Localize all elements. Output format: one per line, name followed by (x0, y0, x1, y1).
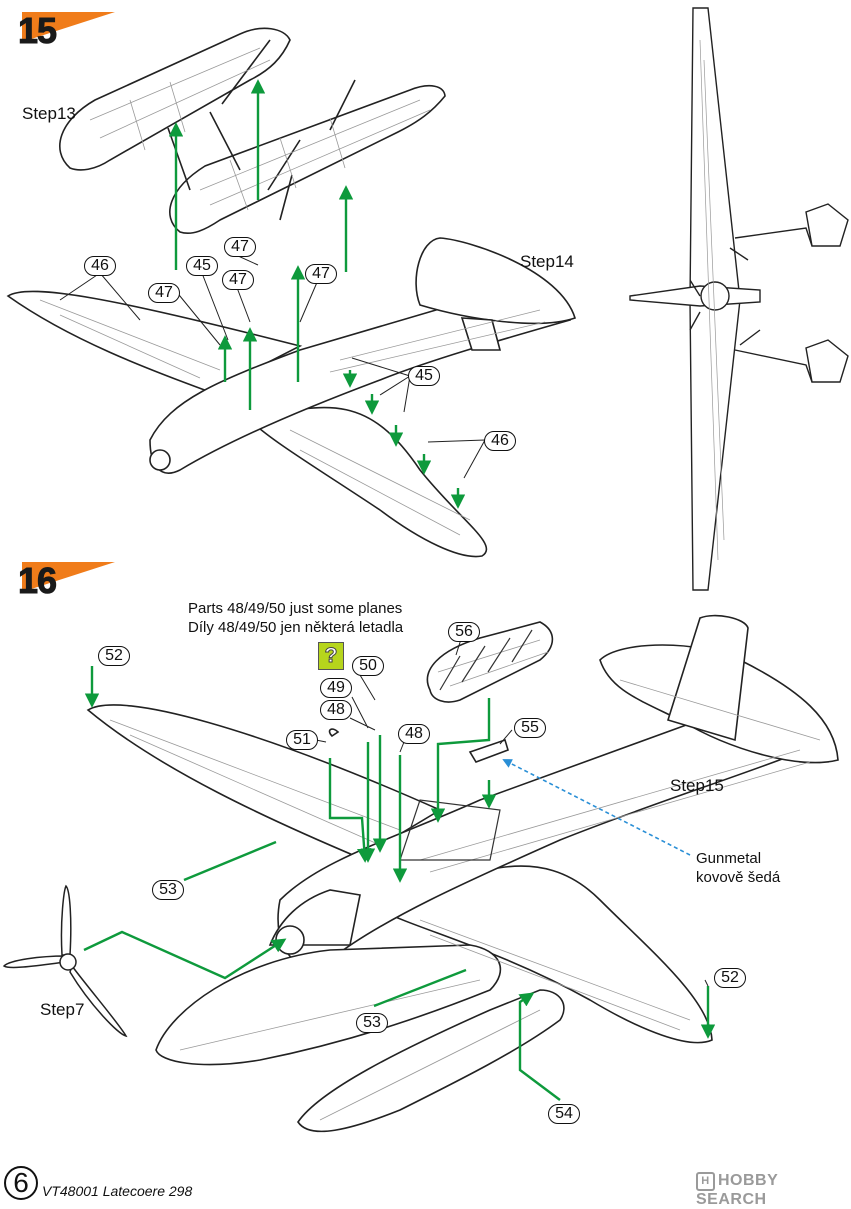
propeller (2, 884, 128, 1038)
step15-green-arrows (168, 79, 466, 509)
part-callout: 47 (222, 270, 254, 290)
part-callout: 53 (356, 1013, 388, 1033)
part-callout: 56 (448, 622, 480, 642)
part-callout: 54 (548, 1104, 580, 1124)
watermark-logo-icon: H (696, 1172, 715, 1191)
part-callout: 55 (514, 718, 546, 738)
optional-parts-note-en: Parts 48/49/50 just some planes (188, 600, 403, 617)
part-callout: 47 (148, 283, 180, 303)
gunmetal-cz: kovově šedá (696, 869, 781, 886)
page-number: 6 (4, 1166, 38, 1200)
step16-green-arrows (83, 666, 716, 1101)
part-callout: 53 (152, 880, 184, 900)
step7-label: Step7 (40, 1000, 85, 1019)
step-15-badge: 15 (0, 0, 115, 52)
step15-label: Step15 (670, 776, 724, 795)
step16-canopy-frame (399, 629, 533, 861)
part-callout: 48 (398, 724, 430, 744)
part-callout: 46 (84, 256, 116, 276)
step-16-badge: 16 (0, 550, 115, 602)
part-callout: 51 (286, 730, 318, 750)
gunmetal-color-note: Gunmetal kovově šedá (696, 849, 780, 887)
step16-panel-lines (109, 639, 821, 1121)
part-callout: 45 (186, 256, 218, 276)
part-callout: 47 (224, 237, 256, 257)
step-number: 15 (17, 10, 57, 52)
question-mark-icon: ? (318, 642, 344, 670)
optional-parts-note-cz: Díly 48/49/50 jen některá letadla (188, 619, 404, 636)
step16-airframe (86, 614, 839, 1133)
top-view-panel-lines (699, 39, 725, 561)
part-callout: 46 (484, 431, 516, 451)
footer-title: VT48001 Latecoere 298 (42, 1183, 193, 1199)
step-number: 16 (17, 560, 57, 602)
step15-float-panel-lines (89, 47, 431, 211)
step14-label: Step14 (520, 252, 574, 271)
part-callout: 52 (98, 646, 130, 666)
step15-airframe (6, 237, 576, 558)
step13-label: Step13 (22, 104, 76, 123)
part-callout: 50 (352, 656, 384, 676)
top-view-aircraft (629, 7, 849, 591)
step15-panel-lines (39, 299, 546, 536)
gunmetal-en: Gunmetal (696, 850, 762, 867)
part-callout: 45 (408, 366, 440, 386)
part-callout: 47 (305, 264, 337, 284)
step15-floats (59, 27, 446, 235)
part-callout: 49 (320, 678, 352, 698)
step16-leader-lines (315, 635, 709, 987)
part-callout: 52 (714, 968, 746, 988)
part-callout: 48 (320, 700, 352, 720)
